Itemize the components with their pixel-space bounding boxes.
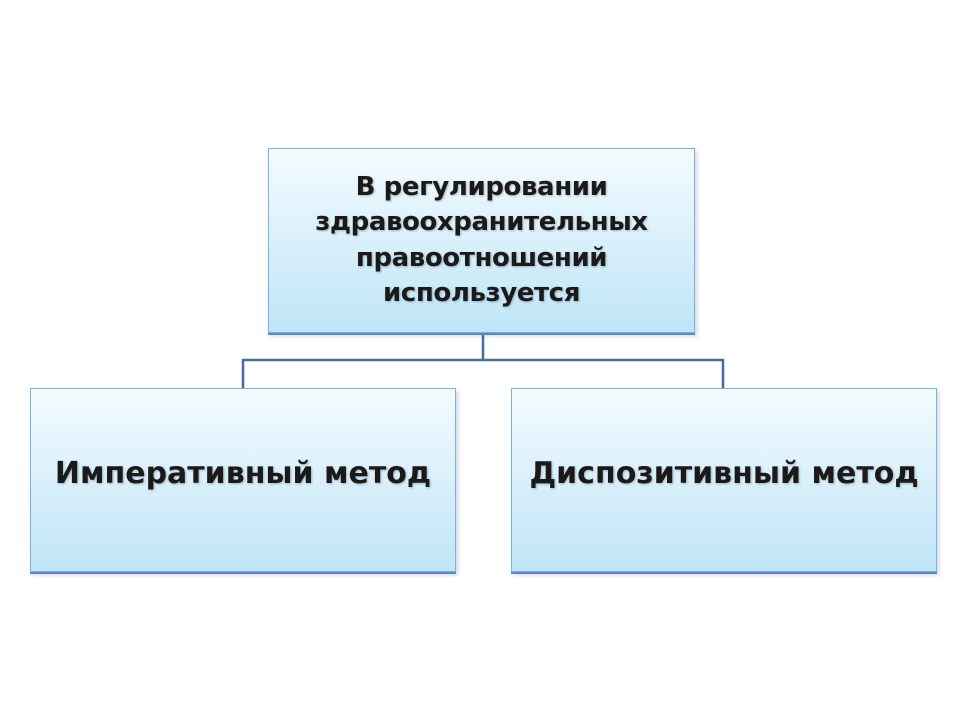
child-node-imperative-label: Императивный метод [54, 455, 432, 491]
root-node-label: В регулировании здравоохранительных прав… [315, 171, 648, 308]
root-node: В регулировании здравоохранительных прав… [268, 148, 695, 333]
child-node-dispositive: Диспозитивный метод [511, 388, 937, 572]
child-node-imperative: Императивный метод [30, 388, 456, 572]
child-node-dispositive-label: Диспозитивный метод [529, 455, 919, 491]
